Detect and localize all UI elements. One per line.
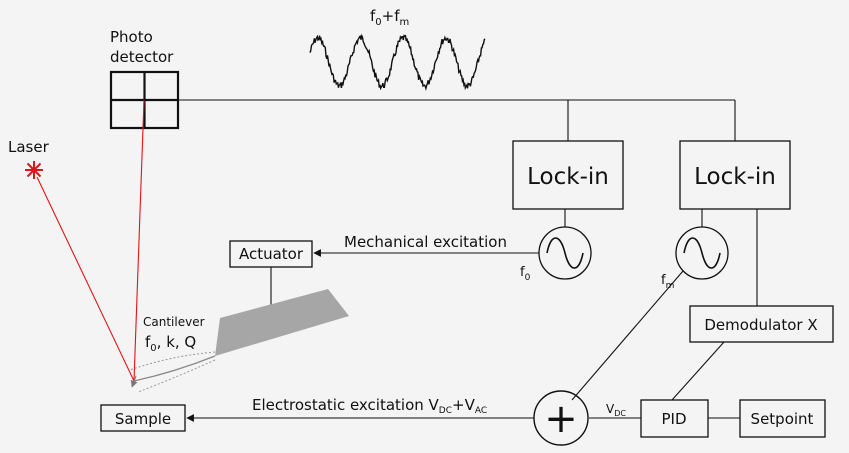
cantilever-params: f0, k, Q bbox=[145, 333, 196, 354]
demodulator-label: Demodulator X bbox=[704, 316, 817, 334]
cantilever-beam bbox=[215, 289, 349, 356]
lockin-label-2: Lock-in bbox=[694, 164, 776, 190]
modulated-signal-waveform bbox=[309, 33, 486, 91]
signal-label: f0+fm bbox=[370, 7, 409, 28]
cantilever-deflection-up bbox=[129, 351, 216, 371]
cantilever-label: Cantilever bbox=[143, 315, 205, 329]
mechanical-excitation-label: Mechanical excitation bbox=[344, 233, 507, 251]
laser-reflected-beam bbox=[133, 99, 145, 382]
sample-label: Sample bbox=[115, 410, 171, 428]
sine-oscillator-icon bbox=[538, 226, 592, 280]
svg-text:+: + bbox=[544, 396, 578, 442]
demod-pid-wire bbox=[671, 341, 725, 401]
deflection-arrow bbox=[130, 375, 138, 388]
setpoint-label: Setpoint bbox=[751, 410, 814, 428]
laser-star-icon bbox=[25, 161, 43, 179]
cantilever-deflection-down bbox=[137, 359, 216, 393]
electrostatic-excitation-label: Electrostatic excitation VDC+VAC bbox=[252, 396, 487, 416]
laser-incident-beam bbox=[36, 176, 135, 382]
laser-label: Laser bbox=[8, 138, 50, 156]
photodetector-quadrant-icon bbox=[109, 70, 180, 130]
summing-junction-icon: + bbox=[533, 390, 589, 446]
demodulator-box bbox=[689, 305, 834, 343]
vdc-label: VDC bbox=[606, 402, 626, 418]
photodetector-label-2: detector bbox=[110, 48, 174, 66]
actuator-label: Actuator bbox=[239, 245, 304, 263]
pid-label: PID bbox=[661, 410, 686, 428]
sine-oscillator-icon bbox=[675, 226, 729, 280]
lockin-label-1: Lock-in bbox=[527, 164, 609, 190]
sample-box bbox=[100, 404, 186, 432]
lockin-box-1 bbox=[512, 140, 624, 210]
fm-to-sum-wire bbox=[571, 270, 684, 401]
photodetector-label-1: Photo bbox=[110, 28, 153, 46]
lockin-box-2 bbox=[679, 140, 791, 210]
cantilever-tip-deflection bbox=[133, 355, 216, 382]
f0-label: f0 bbox=[520, 265, 531, 283]
setpoint-box bbox=[739, 399, 826, 438]
